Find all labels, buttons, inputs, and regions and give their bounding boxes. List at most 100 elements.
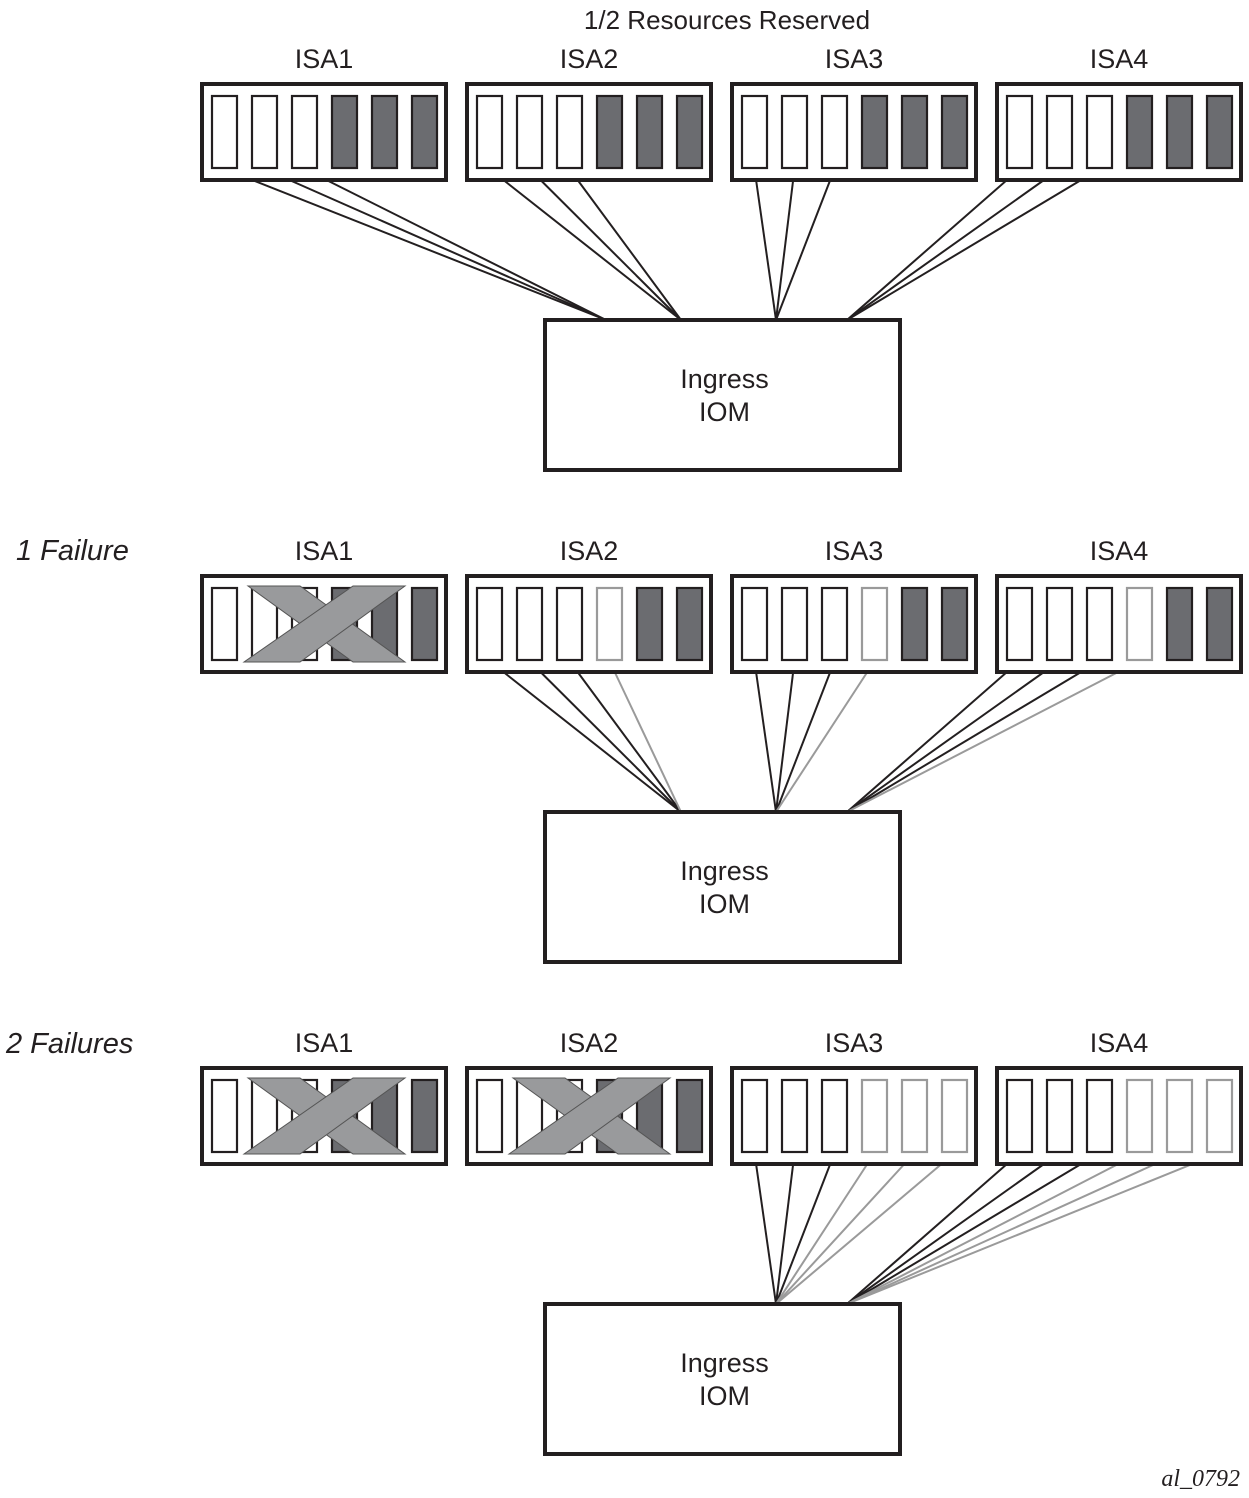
resource-slot-active [820,586,849,662]
redistributed-link [846,1152,1220,1305]
ingress-iom-box [543,318,902,472]
diagram-title: 1/2 Resources Reserved [584,5,870,35]
resource-slot-active [820,94,849,170]
isa-box [730,1066,978,1166]
text-layer: 1/2 Resources Reserved 1 Failure 2 Failu… [5,5,1240,1492]
iom-label-line2: IOM [699,397,750,427]
redistributed-link [775,1152,876,1305]
resource-slot-redistributed [1165,1078,1194,1154]
iom-label-line1: Ingress [680,1348,769,1378]
active-link [775,660,796,813]
iom-label-line1: Ingress [680,856,769,886]
active-link [568,660,682,813]
active-link [846,168,1021,321]
resource-slot-reserved [860,94,889,170]
resource-slot-active [1005,1078,1034,1154]
isa-card-isa2 [465,574,713,674]
active-link [224,168,607,321]
active-link [775,1152,796,1305]
resource-slot-reserved [675,94,704,170]
resource-slot-active [515,586,544,662]
resource-slot-active [780,586,809,662]
resource-slot-active [475,1078,504,1154]
active-link [775,1152,836,1305]
resource-slot-reserved [1165,94,1194,170]
resource-slot-active [1045,1078,1074,1154]
active-link [568,168,682,321]
resource-slot-active [740,1078,769,1154]
resource-slot-reserved [410,1078,439,1154]
resource-slot-reserved [1165,586,1194,662]
active-link [304,168,607,321]
isa-box [465,82,713,182]
isa-label: ISA2 [560,1028,619,1058]
resource-slot-active [1085,1078,1114,1154]
failure-x-stroke [242,585,407,663]
isa-label: ISA3 [825,536,884,566]
active-link [846,660,1061,813]
failure-x-icon [242,585,407,663]
resource-slot-reserved [675,586,704,662]
active-link [488,168,682,321]
active-link [846,660,1021,813]
figure-id: al_0792 [1161,1466,1240,1492]
isa-box [995,574,1243,674]
failure-x-stroke [507,1077,672,1155]
resource-slot-reserved [330,94,359,170]
redistributed-link [775,660,876,813]
resource-slot-redistributed [1125,586,1154,662]
active-link [753,1152,777,1305]
resource-slot-active [210,1078,239,1154]
resource-slot-reserved [675,1078,704,1154]
redistributed-link [846,660,1140,813]
resource-slot-active [1005,586,1034,662]
failure-x-icon [242,1077,407,1155]
resource-slot-active [1045,94,1074,170]
resource-slot-active [820,1078,849,1154]
active-link [775,168,796,321]
resource-slot-reserved [595,94,624,170]
resource-slot-reserved [940,94,969,170]
active-link [753,660,777,813]
resource-slot-active [555,94,584,170]
panel-label-1-failure: 1 Failure [16,535,129,567]
isa-label: ISA1 [295,1028,354,1058]
links-layer [224,168,1220,1305]
active-link [528,660,682,813]
failure-x-stroke [242,1077,407,1155]
iom-label-line1: Ingress [680,364,769,394]
resource-slot-reserved [410,586,439,662]
redistributed-link [775,1152,956,1305]
resource-slot-active [1005,94,1034,170]
active-link [846,168,1061,321]
active-link [846,1152,1021,1305]
active-link [753,168,777,321]
active-link [846,1152,1101,1305]
isa-card-isa4 [995,82,1243,182]
resource-slot-redistributed [860,1078,889,1154]
isa-card-isa2 [465,1066,713,1166]
resource-slot-active [740,94,769,170]
isa-card-isa3 [730,1066,978,1166]
resource-slot-active [1085,586,1114,662]
redistributed-link [608,660,682,813]
isa-label: ISA2 [560,536,619,566]
active-link [846,660,1101,813]
isa-box [200,82,448,182]
resource-slot-redistributed [595,586,624,662]
resource-slot-reserved [410,94,439,170]
isa-label: ISA4 [1090,44,1149,74]
active-link [846,168,1101,321]
resource-slot-active [210,586,239,662]
resource-slot-active [740,586,769,662]
failure-x-icon [507,1077,672,1155]
resource-slot-active [1045,586,1074,662]
resource-slot-active [290,94,319,170]
isa-label: ISA3 [825,1028,884,1058]
isa-card-isa3 [730,574,978,674]
redistributed-link [846,1152,1180,1305]
active-link [264,168,607,321]
resource-slot-reserved [1205,586,1234,662]
isa-card-isa1 [200,574,448,674]
isa-box [995,82,1243,182]
